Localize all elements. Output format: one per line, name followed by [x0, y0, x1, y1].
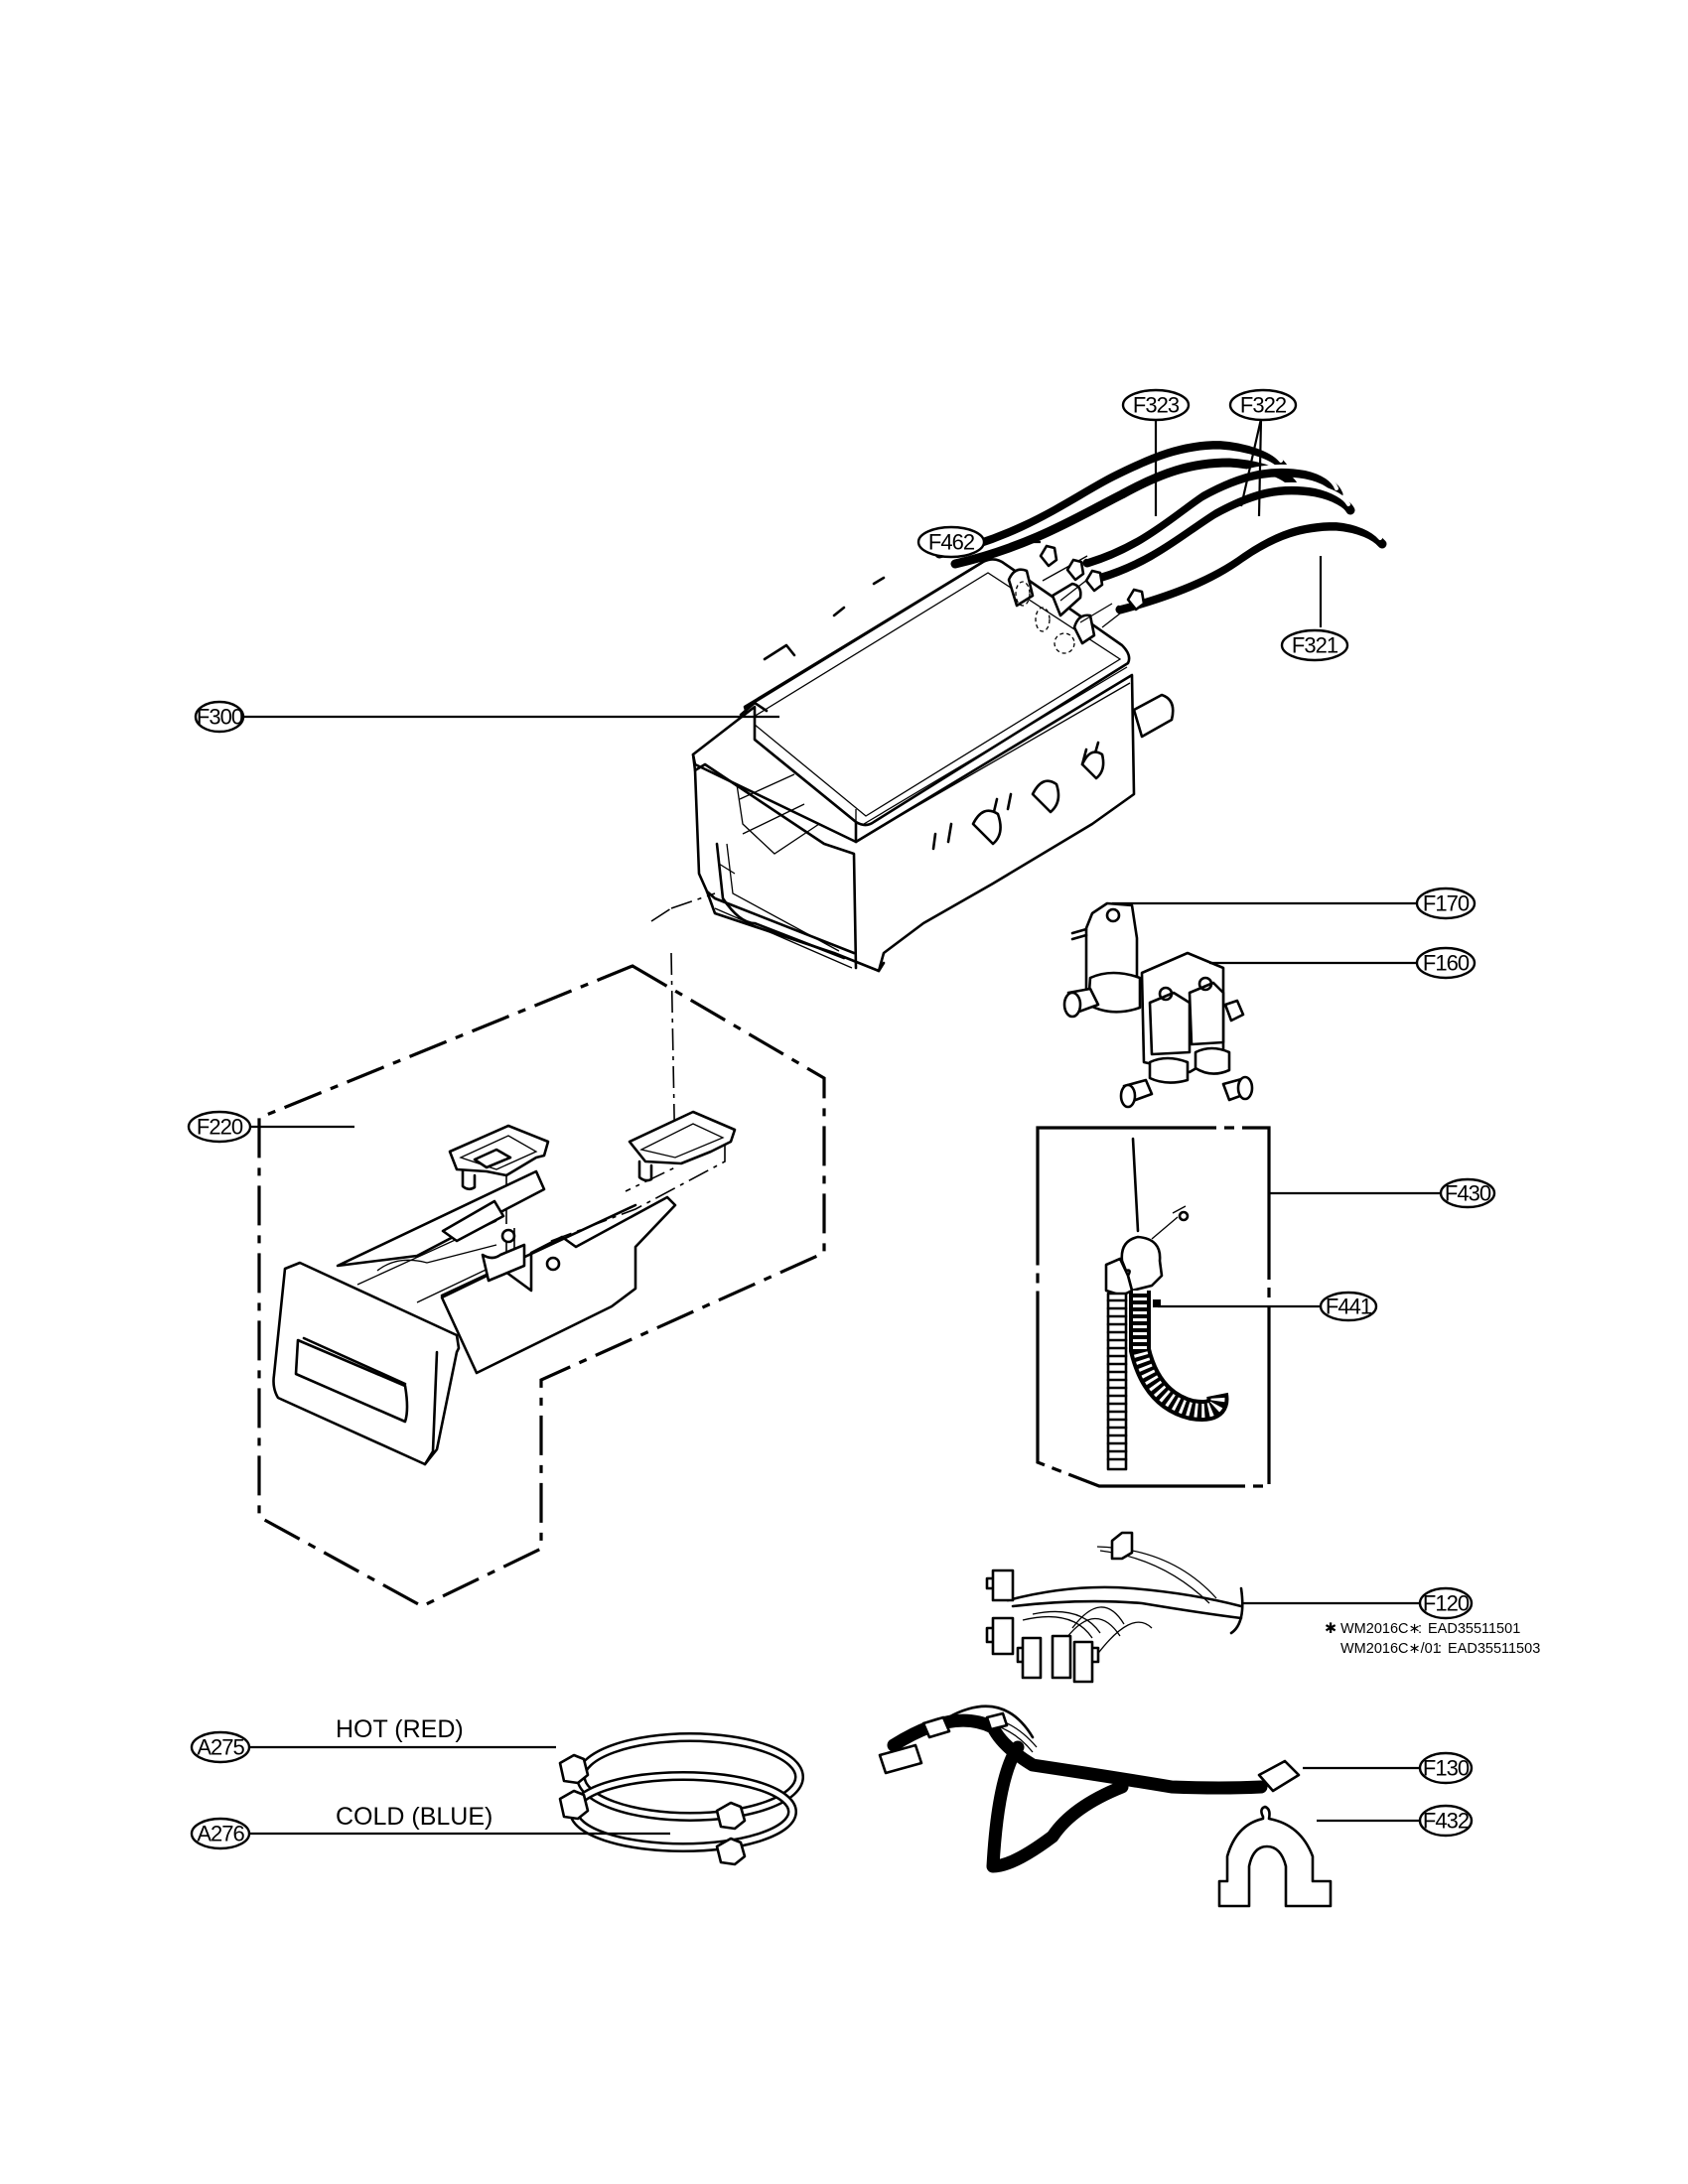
- note-part-2: EAD35511503: [1448, 1641, 1540, 1657]
- cold-hose-caption: COLD (BLUE): [336, 1803, 492, 1831]
- callout-label: A275: [197, 1735, 244, 1760]
- callout-label: F300: [197, 705, 243, 730]
- callout-f432: F432: [1418, 1804, 1474, 1838]
- callout-label: A276: [197, 1822, 244, 1846]
- callout-label: F170: [1423, 891, 1470, 916]
- dispenser-housing: [691, 558, 1175, 973]
- callout-f170: F170: [1415, 887, 1477, 920]
- callout-f300: F300: [194, 700, 245, 734]
- dispenser-drawer: [272, 1110, 737, 1466]
- callout-f462: F462: [916, 525, 986, 559]
- inlet-valves: [1062, 901, 1254, 1109]
- callout-label: F322: [1240, 393, 1287, 418]
- callout-label: F430: [1445, 1181, 1491, 1206]
- callout-label: F432: [1423, 1809, 1470, 1834]
- note-sep-2: :: [1438, 1641, 1442, 1657]
- callout-label: F220: [197, 1115, 243, 1140]
- callout-f322: F322: [1228, 388, 1298, 422]
- callout-a275: A275: [190, 1730, 251, 1764]
- note-symbol: ✱: [1325, 1621, 1336, 1637]
- note-model-2: WM2016C∗/01: [1340, 1641, 1441, 1657]
- callout-f220: F220: [187, 1110, 252, 1144]
- callout-f323: F323: [1121, 388, 1191, 422]
- callout-label: F321: [1292, 633, 1338, 658]
- callout-label: F160: [1423, 951, 1470, 976]
- part-number-note: ✱ WM2016C∗ : EAD35511501 WM2016C∗/01 : E…: [1325, 1621, 1540, 1657]
- callout-a276: A276: [190, 1817, 251, 1850]
- callout-label: F120: [1423, 1591, 1470, 1616]
- hot-hose-caption: HOT (RED): [336, 1715, 464, 1743]
- wire-harness-f130: [878, 1705, 1301, 1873]
- note-model-1: WM2016C∗: [1340, 1621, 1421, 1637]
- callout-f120: F120: [1418, 1586, 1474, 1620]
- drain-hose-assembly: [1036, 1126, 1271, 1488]
- inlet-hoses-group: [934, 436, 1387, 628]
- bracket-f432: [1217, 1805, 1333, 1908]
- note-part-1: EAD35511501: [1428, 1621, 1520, 1637]
- note-sep-1: :: [1418, 1621, 1422, 1637]
- inlet-hoses-hot-cold: [558, 1732, 804, 1866]
- wire-harness-f120: [985, 1531, 1244, 1684]
- callout-f130: F130: [1418, 1751, 1474, 1785]
- callout-label: F130: [1423, 1756, 1470, 1781]
- callout-f160: F160: [1415, 946, 1477, 980]
- callout-label: F323: [1133, 393, 1180, 418]
- callout-label: F462: [928, 530, 975, 555]
- callout-f321: F321: [1280, 628, 1349, 662]
- callout-f430: F430: [1439, 1177, 1496, 1209]
- callout-f441: F441: [1319, 1291, 1378, 1322]
- leader-lines: [243, 418, 1442, 1836]
- callout-label: F441: [1326, 1295, 1372, 1319]
